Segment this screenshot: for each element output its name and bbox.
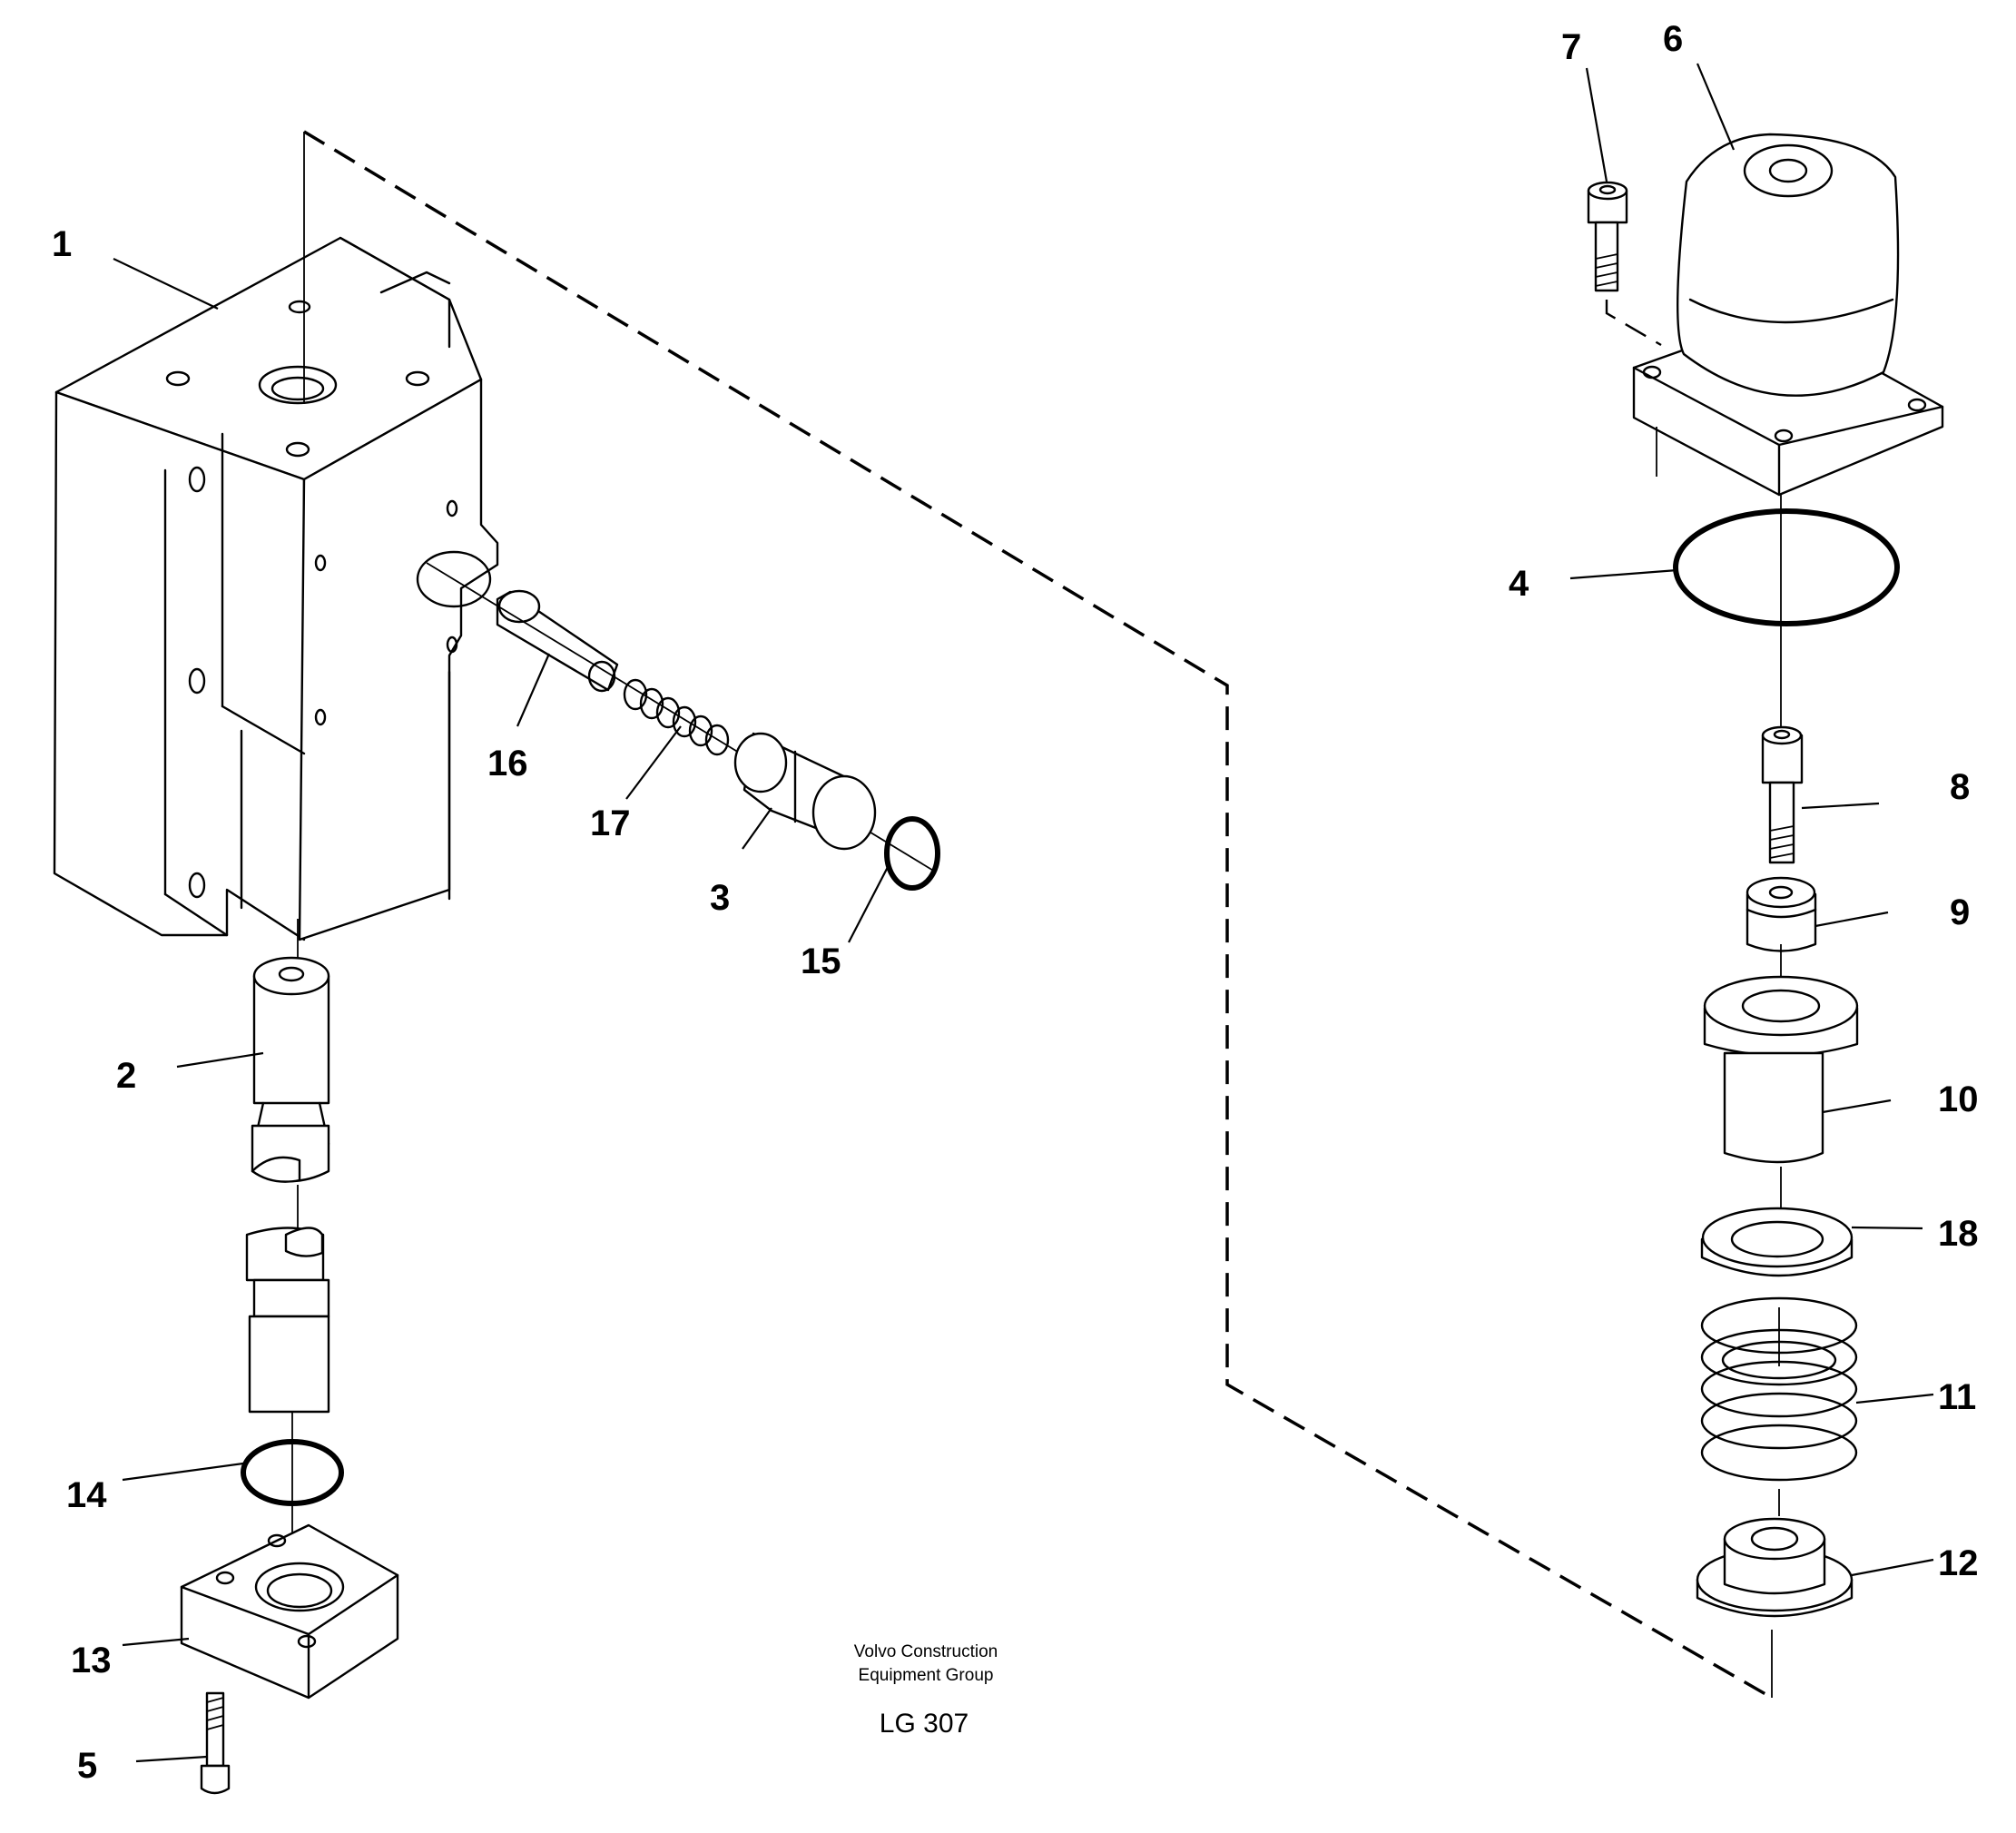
callout-18: 18 [1938, 1214, 1979, 1254]
part-4-o-ring [1673, 508, 1900, 626]
part-2-spool [245, 919, 330, 1414]
callout-5: 5 [77, 1746, 97, 1786]
part-7-bolt [1587, 181, 1662, 347]
part-13-flange [180, 1523, 399, 1700]
callout-16: 16 [487, 744, 528, 783]
callout-3: 3 [710, 878, 730, 918]
company-line-1: Volvo Construction [854, 1642, 998, 1661]
assembly-boundary-dashed-line [303, 130, 1773, 1700]
drawing-credit: Volvo Construction Equipment Group LG 30… [854, 1642, 998, 1739]
callout-17: 17 [590, 803, 631, 843]
callout-7: 7 [1561, 27, 1581, 67]
callout-2: 2 [116, 1056, 136, 1096]
callout-14: 14 [66, 1475, 107, 1515]
callout-labels: 1 2 3 4 5 6 7 8 9 10 11 12 13 14 15 16 1… [52, 19, 1979, 1786]
part-6-cover [1632, 133, 1944, 497]
part-3-plug [733, 732, 877, 851]
callout-8: 8 [1950, 767, 1970, 807]
part-15-o-ring [884, 816, 940, 891]
callout-13: 13 [71, 1641, 112, 1680]
callout-6: 6 [1663, 19, 1683, 59]
drawing-reference: LG 307 [880, 1709, 969, 1739]
part-9-bushing [1746, 876, 1817, 952]
callout-12: 12 [1938, 1543, 1979, 1583]
callout-1: 1 [52, 224, 72, 264]
part-8-bolt [1761, 725, 1804, 864]
part-16-sleeve [496, 589, 619, 693]
callout-11: 11 [1938, 1377, 1976, 1417]
part-5-bolt [200, 1691, 231, 1795]
callout-9: 9 [1950, 892, 1970, 932]
callout-10: 10 [1938, 1079, 1979, 1119]
leader-lines [113, 63, 1934, 1763]
part-17-spring [623, 678, 730, 756]
part-11-spring [1700, 1296, 1858, 1482]
part-1-valve-housing [53, 236, 499, 941]
callout-15: 15 [801, 941, 841, 981]
company-line-2: Equipment Group [859, 1666, 994, 1685]
part-18-washer [1700, 1207, 1854, 1277]
callout-4: 4 [1509, 564, 1529, 604]
part-10-piston [1703, 975, 1859, 1164]
part-12-spring-seat [1696, 1517, 1854, 1698]
